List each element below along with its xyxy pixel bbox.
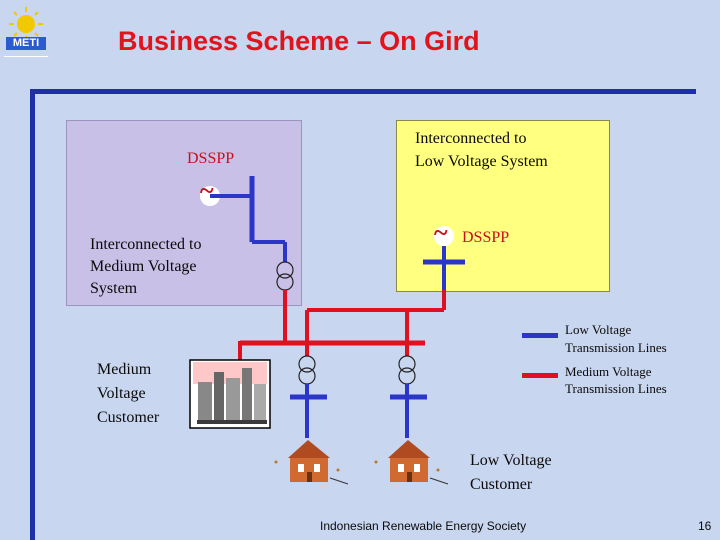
- page-title: Business Scheme – On Gird: [118, 26, 480, 56]
- mv-customer-line-2: Voltage: [97, 385, 146, 402]
- mv-customer-line-1: Medium: [97, 361, 152, 378]
- low-voltage-customer-icon-2: [374, 440, 449, 485]
- mv-plant-label: DSSPP: [187, 150, 235, 167]
- logo-label: METI: [6, 37, 46, 50]
- lv-generator-symbol: ~: [434, 218, 448, 247]
- meti-logo: [4, 4, 48, 56]
- legend-line-low-voltage: [522, 333, 558, 338]
- legend-low-voltage-line-1: Low Voltage: [565, 322, 632, 337]
- mv-interconnect-line-3: System: [90, 280, 138, 297]
- frame-left-line: [30, 94, 35, 540]
- lv-plant-label: DSSPP: [462, 229, 510, 246]
- mv-interconnect-line-2: Medium Voltage: [90, 258, 197, 275]
- mv-generator-symbol: ~: [200, 176, 214, 205]
- legend-line-medium-voltage: [522, 373, 558, 378]
- medium-voltage-plant-box: [66, 120, 302, 306]
- legend-low-voltage-line-2: Transmission Lines: [565, 340, 667, 355]
- medium-voltage-customer-icon: [189, 359, 271, 429]
- legend-medium-voltage-line-1: Medium Voltage: [565, 364, 652, 379]
- lv-customer-line-1: Low Voltage: [470, 452, 552, 469]
- mv-plant-transformer: [276, 261, 294, 279]
- footer-source: Indonesian Renewable Energy Society: [320, 519, 527, 533]
- mv-interconnect-line-1: Interconnected to: [90, 236, 202, 253]
- frame-top-line: [30, 89, 696, 94]
- lv-customer-line-2: Customer: [470, 476, 533, 493]
- mv-customer-line-3: Customer: [97, 409, 160, 426]
- customer-transformer-2: [398, 355, 416, 373]
- lv-interconnect-line-2: Low Voltage System: [415, 153, 548, 170]
- customer-transformer-1: [298, 355, 316, 373]
- sun-icon: [9, 7, 43, 41]
- logo-divider: [4, 56, 48, 57]
- page-number: 16: [698, 519, 712, 533]
- lv-generator-node: [434, 226, 454, 246]
- low-voltage-customer-icon-1: [274, 440, 349, 485]
- lv-interconnect-line-1: Interconnected to: [415, 130, 527, 147]
- legend-medium-voltage-line-2: Transmission Lines: [565, 381, 667, 396]
- low-voltage-plant-box: [396, 120, 610, 292]
